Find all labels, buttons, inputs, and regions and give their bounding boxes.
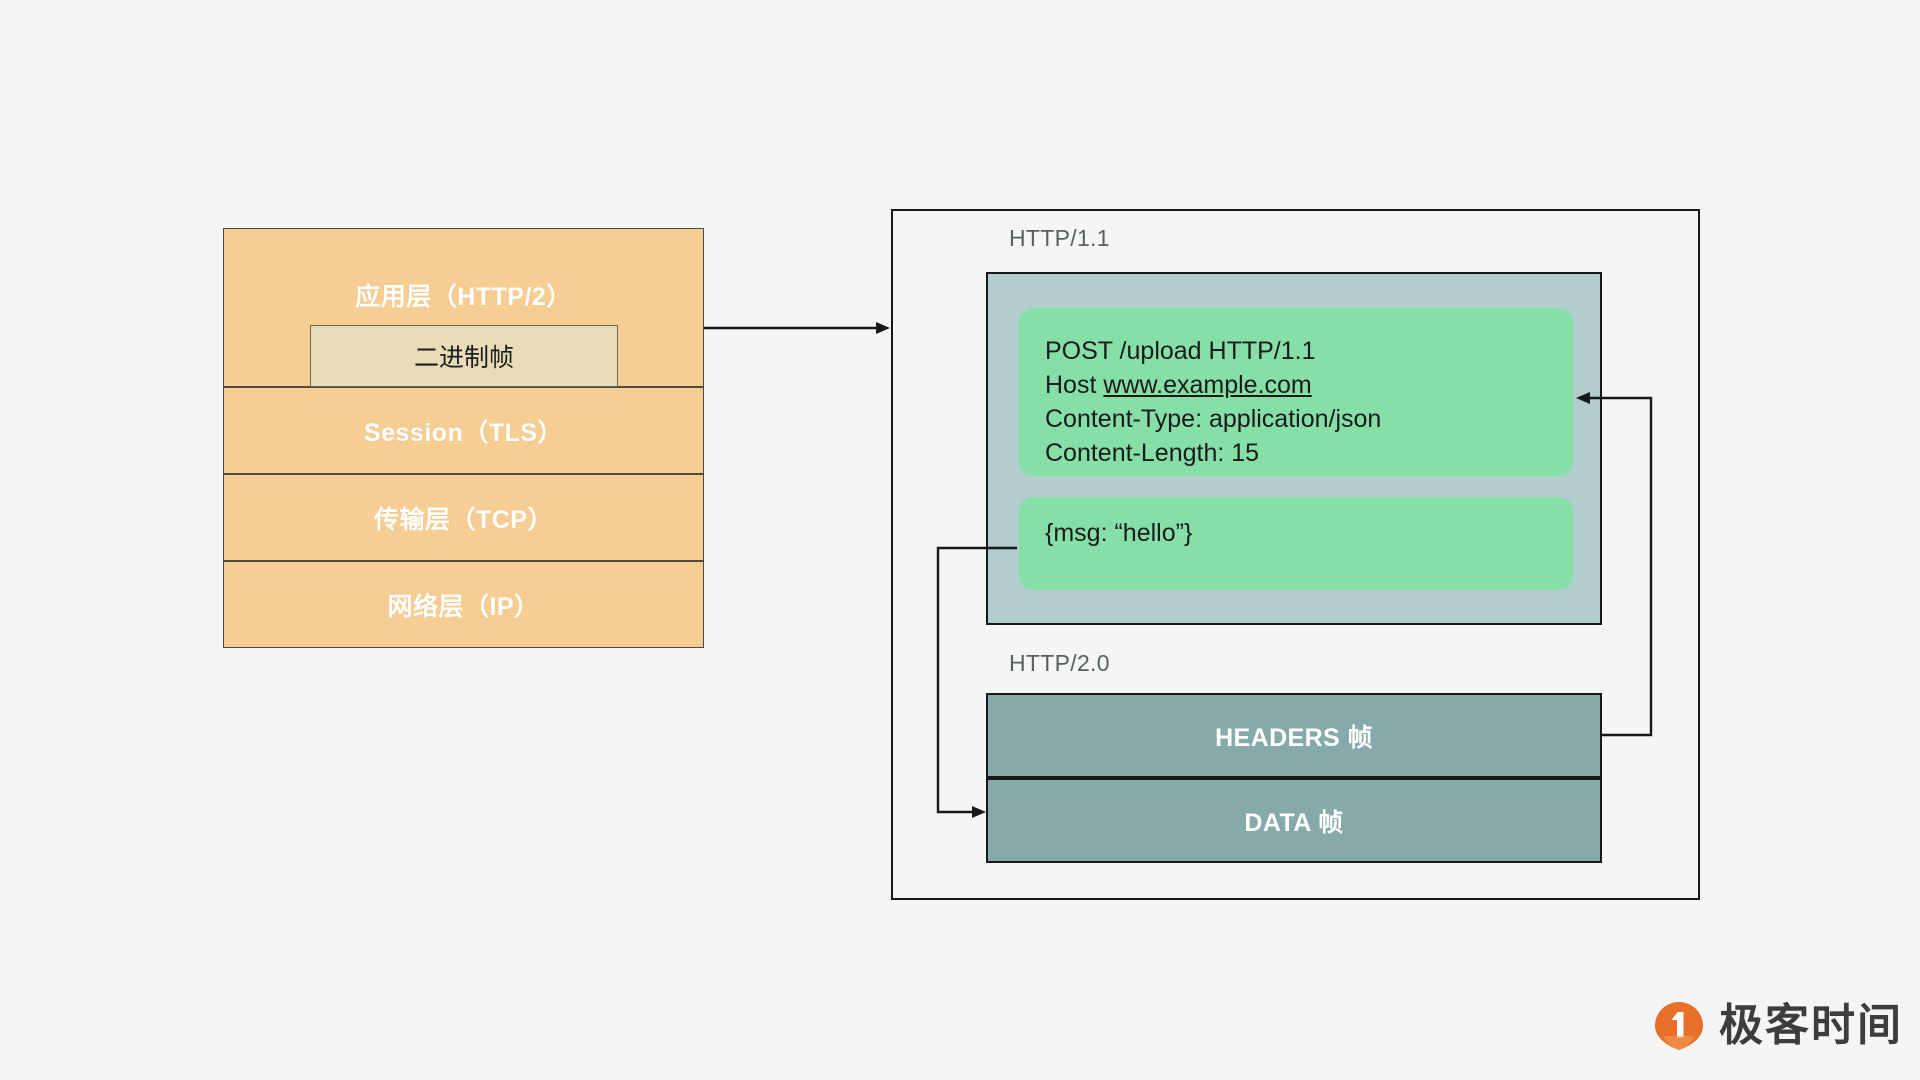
content-length-header: Content-Length: 15 <box>1045 439 1260 467</box>
stack-layer-session-label: Session（TLS） <box>363 418 564 447</box>
host-header-prefix: Host <box>1045 371 1104 399</box>
stack-layer-application-label: 应用层（HTTP/2） <box>355 283 572 311</box>
brand-watermark-text: 极客时间 <box>1719 1001 1903 1050</box>
brand-watermark: 极客时间 <box>1653 1000 1903 1052</box>
stack-layer-network[interactable]: 网络层（IP） <box>223 561 704 648</box>
host-header-link[interactable]: www.example.com <box>1103 371 1312 399</box>
section-label-http11: HTTP/1.1 <box>1009 225 1110 251</box>
stack-layer-network-label: 网络层（IP） <box>387 592 540 621</box>
http2-headers-frame[interactable]: HEADERS 帧 <box>986 693 1602 778</box>
geektime-logo-icon <box>1655 1002 1703 1050</box>
section-label-http2: HTTP/2.0 <box>1009 650 1110 676</box>
http2-data-frame-label: DATA 帧 <box>1244 808 1344 837</box>
request-line: POST /upload HTTP/1.1 <box>1045 337 1316 365</box>
binary-frame-label: 二进制帧 <box>413 344 514 372</box>
protocol-stack: 应用层（HTTP/2） Session（TLS） 传输层（TCP） 网络层（IP… <box>223 228 704 653</box>
stack-layer-transport-label: 传输层（TCP） <box>373 505 553 534</box>
http2-data-frame[interactable]: DATA 帧 <box>986 778 1602 863</box>
binary-frame-box[interactable]: 二进制帧 <box>310 325 618 387</box>
request-body-text: {msg: “hello”} <box>1045 519 1193 547</box>
stack-layer-transport[interactable]: 传输层（TCP） <box>223 474 704 561</box>
http2-headers-frame-label: HEADERS 帧 <box>1215 723 1373 752</box>
http11-request-body[interactable]: {msg: “hello”} <box>1019 497 1573 590</box>
content-type-header: Content-Type: application/json <box>1045 405 1382 433</box>
stack-layer-session[interactable]: Session（TLS） <box>223 387 704 474</box>
connector-stack-to-panel <box>704 322 890 334</box>
